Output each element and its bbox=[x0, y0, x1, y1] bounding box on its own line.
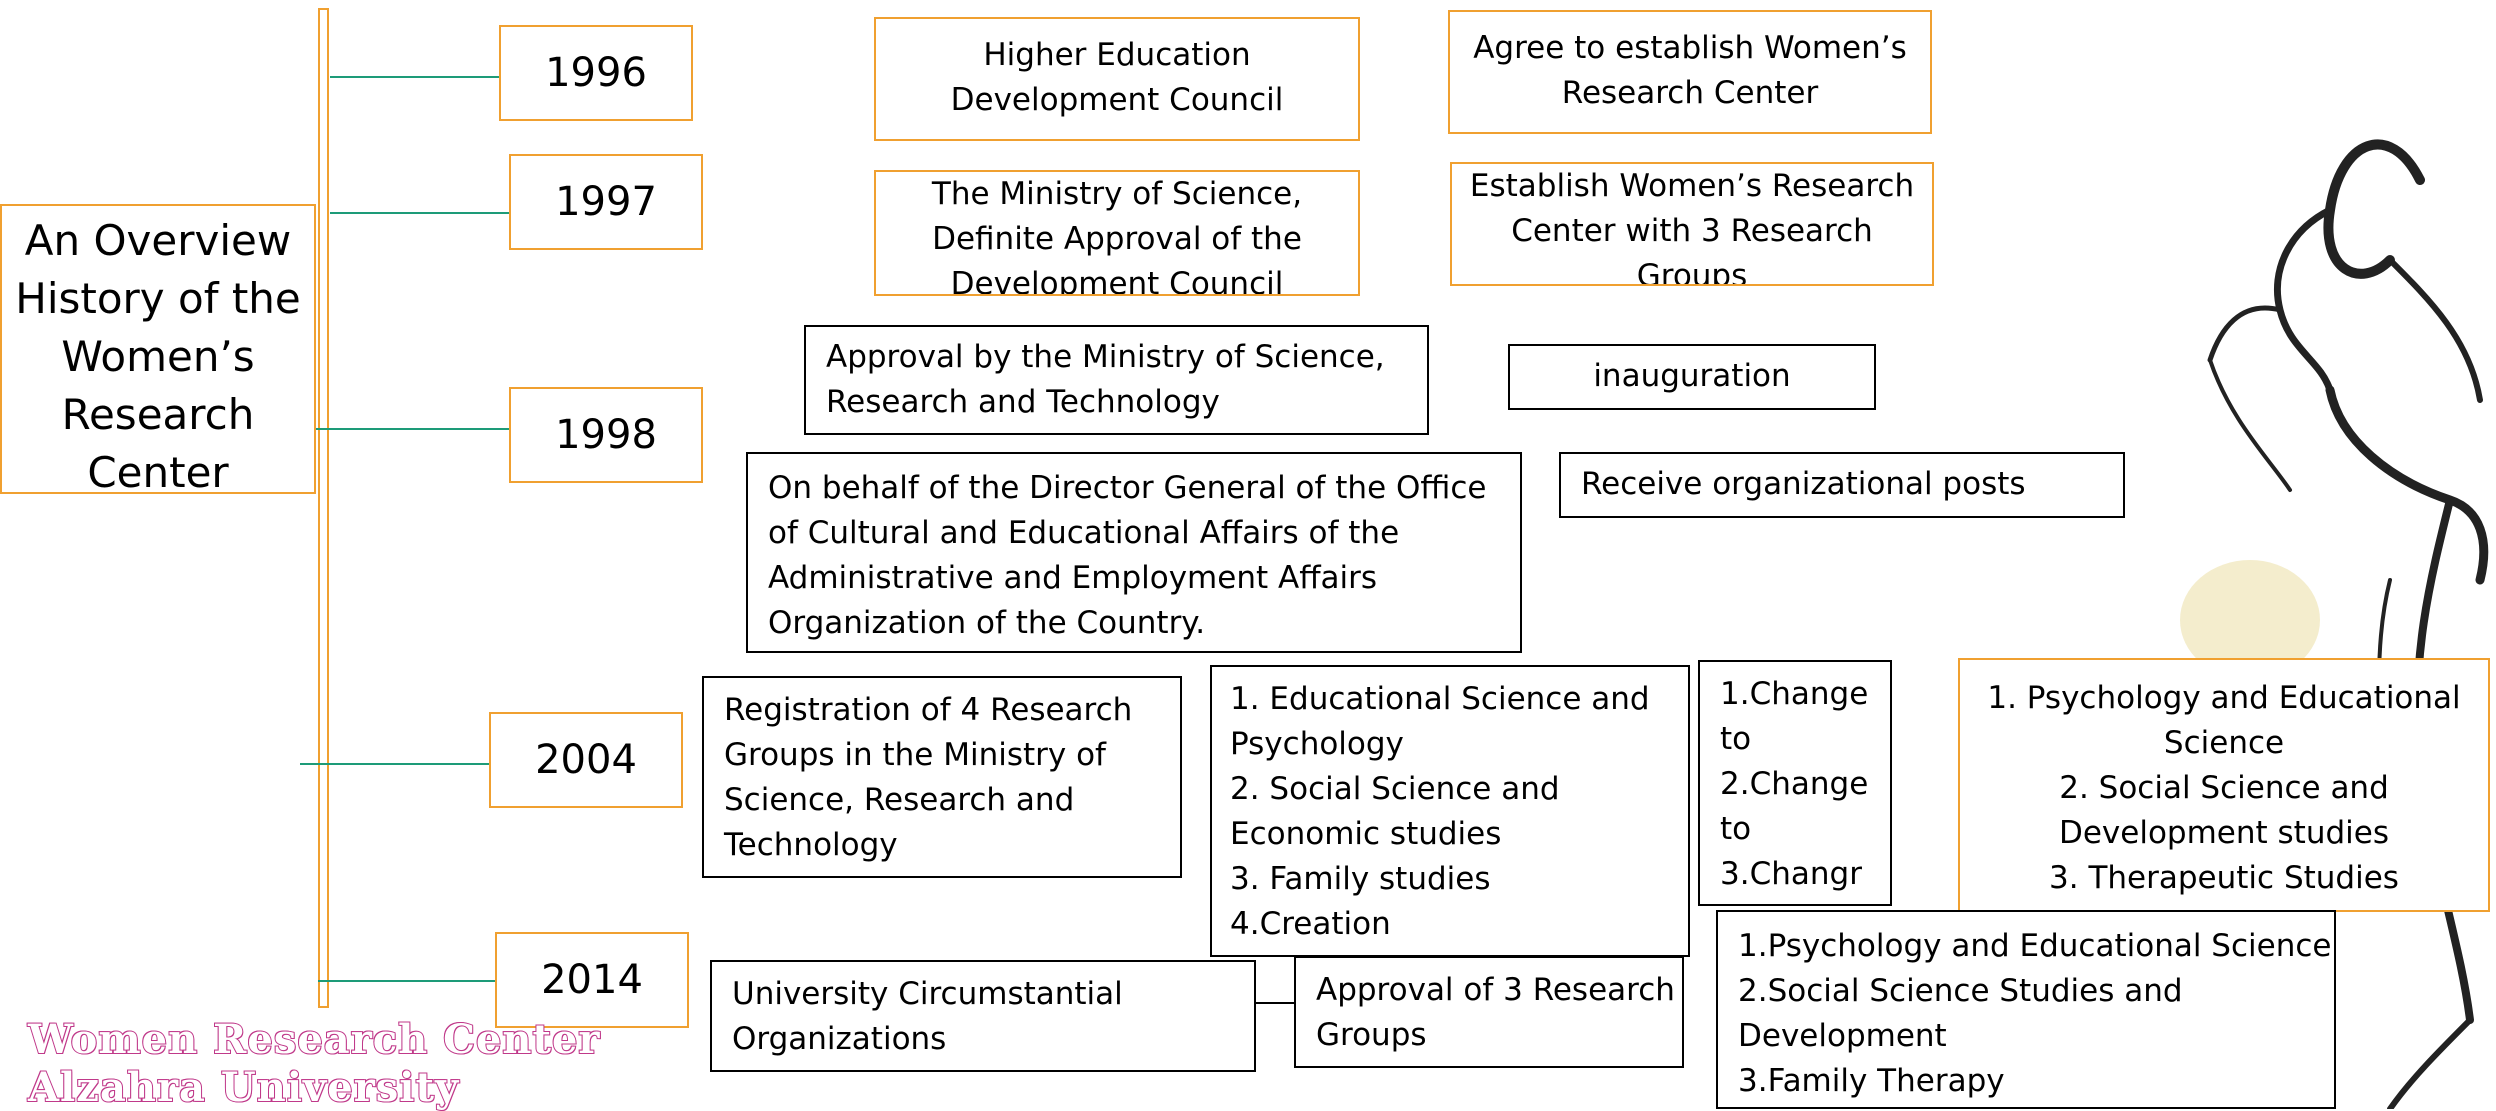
timeline-bar bbox=[318, 8, 329, 1008]
footer-university-name: Alzahra University bbox=[27, 1063, 460, 1111]
box-approval-three-groups: Approval of 3 Research Groups bbox=[1294, 956, 1684, 1068]
year-2014: 2014 bbox=[495, 932, 689, 1028]
box-organizational-posts: Receive organizational posts bbox=[1559, 452, 2125, 518]
year-1997: 1997 bbox=[509, 154, 703, 250]
connector-2004 bbox=[300, 763, 490, 765]
overview-title-box: An Overview History of the Women’s Resea… bbox=[0, 204, 316, 497]
connector-1996 bbox=[330, 76, 500, 78]
box-three-groups-2014: 1.Psychology and Educational Science 2.S… bbox=[1716, 910, 2336, 1109]
footer-center-name: Women Research Center bbox=[27, 1015, 601, 1064]
box-university-organizations: University Circumstantial Organizations bbox=[710, 960, 1256, 1072]
box-registration-research-groups: Registration of 4 Research Groups in the… bbox=[702, 676, 1182, 878]
connector-university-approval bbox=[1254, 1002, 1296, 1004]
box-approval-ministry: Approval by the Ministry of Science, Res… bbox=[804, 325, 1429, 435]
connector-1998 bbox=[316, 428, 510, 430]
box-ministry-definite-approval: The Ministry of Science, Definite Approv… bbox=[874, 170, 1360, 296]
year-1998: 1998 bbox=[509, 387, 703, 483]
box-on-behalf-director: On behalf of the Director General of the… bbox=[746, 452, 1522, 653]
connector-2014 bbox=[318, 980, 496, 982]
connector-1997 bbox=[330, 212, 510, 214]
year-1996: 1996 bbox=[499, 25, 693, 121]
box-higher-education-council: Higher Education Development Council bbox=[874, 17, 1360, 141]
box-agree-establish-center: Agree to establish Women’s Research Cent… bbox=[1448, 10, 1932, 134]
box-four-research-groups: 1. Educational Science and Psychology 2.… bbox=[1210, 665, 1690, 957]
box-establish-research-groups: Establish Women’s Research Center with 3… bbox=[1450, 162, 1934, 286]
year-2004: 2004 bbox=[489, 712, 683, 808]
box-inauguration: inauguration bbox=[1508, 344, 1876, 410]
box-three-groups-2004: 1. Psychology and Educational Science 2.… bbox=[1958, 658, 2490, 912]
box-group-changes: 1.Change to 2.Change to 3.Changr to 4.Bi… bbox=[1698, 660, 1892, 906]
